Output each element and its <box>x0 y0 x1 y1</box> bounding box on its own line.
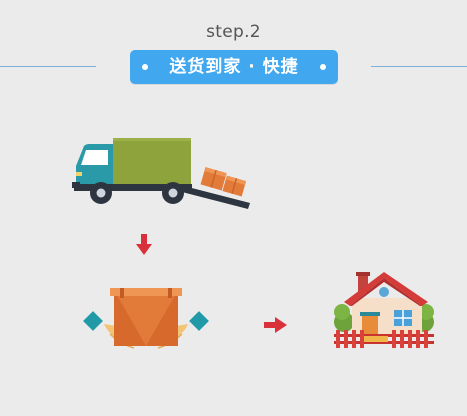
divider-right <box>371 66 467 67</box>
package-in-hands-icon <box>83 288 209 349</box>
divider-left <box>0 66 96 67</box>
arrow-down-icon <box>136 234 152 255</box>
step-label: step.2 <box>206 22 261 42</box>
arrow-right-icon <box>264 317 287 333</box>
delivery-truck-icon <box>72 138 250 209</box>
bullet-dot-icon <box>142 64 148 70</box>
banner-title: 送货到家 · 快捷 <box>169 57 299 77</box>
house-icon <box>334 272 434 348</box>
bullet-dot-icon <box>320 64 326 70</box>
section-banner: 送货到家 · 快捷 <box>130 50 338 84</box>
